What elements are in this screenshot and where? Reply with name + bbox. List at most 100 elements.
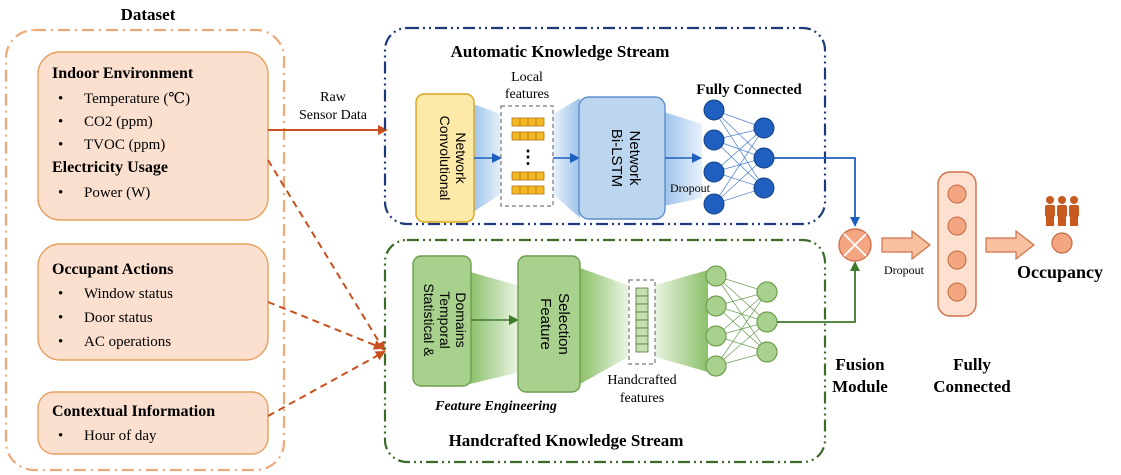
indoor-heading: Indoor Environment [52, 65, 194, 82]
feature-cell [527, 171, 537, 181]
actions-item-window: Window status [84, 286, 173, 302]
stat-label-2: Temporal [437, 291, 453, 349]
feature-cell [527, 131, 537, 141]
feature-cell [635, 319, 649, 329]
fc-edge [715, 321, 768, 367]
actions-heading: Occupant Actions [52, 261, 173, 278]
automatic-dropout-label: Dropout [670, 181, 711, 195]
conv-label-2: Network [453, 132, 469, 184]
bilstm-label-2: Network [626, 130, 643, 186]
fc-node [947, 250, 967, 270]
person-legs [1070, 216, 1078, 226]
fc-node [756, 281, 778, 303]
fc-node [753, 177, 775, 199]
handcrafted-title: Handcrafted Knowledge Stream [449, 431, 684, 450]
handcrafted-features-label-2: features [620, 391, 664, 406]
feature-cell [635, 327, 649, 337]
fc-edge [713, 127, 765, 173]
handcrafted-outline [383, 238, 827, 464]
automatic-stream: Automatic Knowledge Stream Convolutional… [383, 26, 827, 226]
fc-edge [715, 291, 768, 367]
bilstm-label-1: Bi-LSTM [608, 129, 625, 187]
fc-edge [713, 157, 765, 205]
feature-cell [635, 335, 649, 345]
person-legs [1058, 216, 1066, 226]
dataset-outline [4, 28, 286, 472]
person-head [1058, 196, 1066, 204]
feature-cell [535, 185, 545, 195]
actions-item-door: Door status [84, 310, 153, 326]
stat-label-3: Domains [453, 292, 469, 347]
contextual-heading: Contextual Information [52, 403, 215, 420]
fc-node [703, 161, 725, 183]
feature-cell [535, 117, 545, 127]
automatic-outline [383, 26, 827, 226]
occupancy-label: Occupancy [1017, 262, 1103, 282]
bullet: • [58, 428, 63, 444]
feature-cell [535, 131, 545, 141]
fc-edge [713, 139, 765, 189]
bilstm-gradient [664, 112, 702, 206]
feature-cell [519, 185, 529, 195]
actions-item-ac: AC operations [84, 334, 171, 350]
fusion-dropout-label: Dropout [884, 263, 925, 277]
arrow-automatic-to-fusion [774, 157, 860, 227]
handcrafted-feature-cells [635, 287, 649, 353]
final-fc-box [937, 171, 977, 317]
electricity-item-power: Power (W) [84, 185, 150, 201]
bullet: • [58, 114, 63, 130]
local-features-label-1: Local [511, 70, 543, 85]
fc-node [703, 193, 725, 215]
feature-cell [635, 343, 649, 353]
blue-fc-nodes [703, 99, 775, 215]
fusion-label-1: Fusion [835, 355, 885, 374]
arrow-handcrafted-to-fusion [777, 261, 860, 323]
stat-label-1: Statistical & [421, 283, 437, 357]
fusion-multiply-stroke [843, 233, 867, 257]
person-body [1045, 205, 1055, 217]
fc-node [947, 216, 967, 236]
feat-label-2: Selection [555, 293, 572, 355]
feature-cell [519, 171, 529, 181]
feature-cell [635, 295, 649, 305]
fusion-output: Fusion Module Dropout Fully Connected Oc… [774, 157, 1103, 396]
feature-cell [511, 185, 521, 195]
final-fc-nodes [947, 184, 967, 302]
feature-cell [527, 185, 537, 195]
feature-cell [535, 171, 545, 181]
person-body [1069, 205, 1079, 217]
feat-label-1: Feature [537, 298, 554, 350]
handcrafted-features-label-1: Handcrafted [607, 373, 676, 388]
final-fc-label-2: Connected [933, 377, 1011, 396]
fc-node [705, 325, 727, 347]
person-body [1057, 205, 1067, 217]
indoor-environment-box [37, 51, 269, 221]
automatic-fully-connected-label: Fully Connected [696, 82, 802, 98]
dashed-arrow-actions [267, 301, 384, 350]
dashed-arrow-contextual [267, 351, 386, 417]
dataset-title: Dataset [121, 5, 176, 24]
handcrafted-stream: Statistical & Temporal Domains Feature S… [383, 238, 827, 464]
contextual-info-box [37, 391, 269, 455]
indoor-item-co2: CO2 (ppm) [84, 114, 153, 130]
stat-gradient [470, 272, 520, 384]
feature-cell [527, 117, 537, 127]
feature-cell [511, 117, 521, 127]
fc-node [705, 355, 727, 377]
local-features-label-2: features [505, 87, 549, 102]
feature-engineering-label: Feature Engineering [434, 399, 557, 414]
bullet: • [58, 137, 63, 153]
feature-cell [511, 131, 521, 141]
local-features-ellipsis: ⋮ [519, 147, 537, 167]
feature-cell [635, 303, 649, 313]
feature-cell [511, 171, 521, 181]
fc-to-occupancy-arrow-icon [985, 229, 1035, 261]
fc-node [753, 147, 775, 169]
fc-edge [713, 127, 765, 205]
final-fc-label-1: Fully [953, 355, 991, 374]
bullet: • [58, 185, 63, 201]
feature-cell [635, 287, 649, 297]
fc-node [947, 184, 967, 204]
dataset-panel: Dataset Indoor Environment • Temperature… [4, 5, 286, 472]
